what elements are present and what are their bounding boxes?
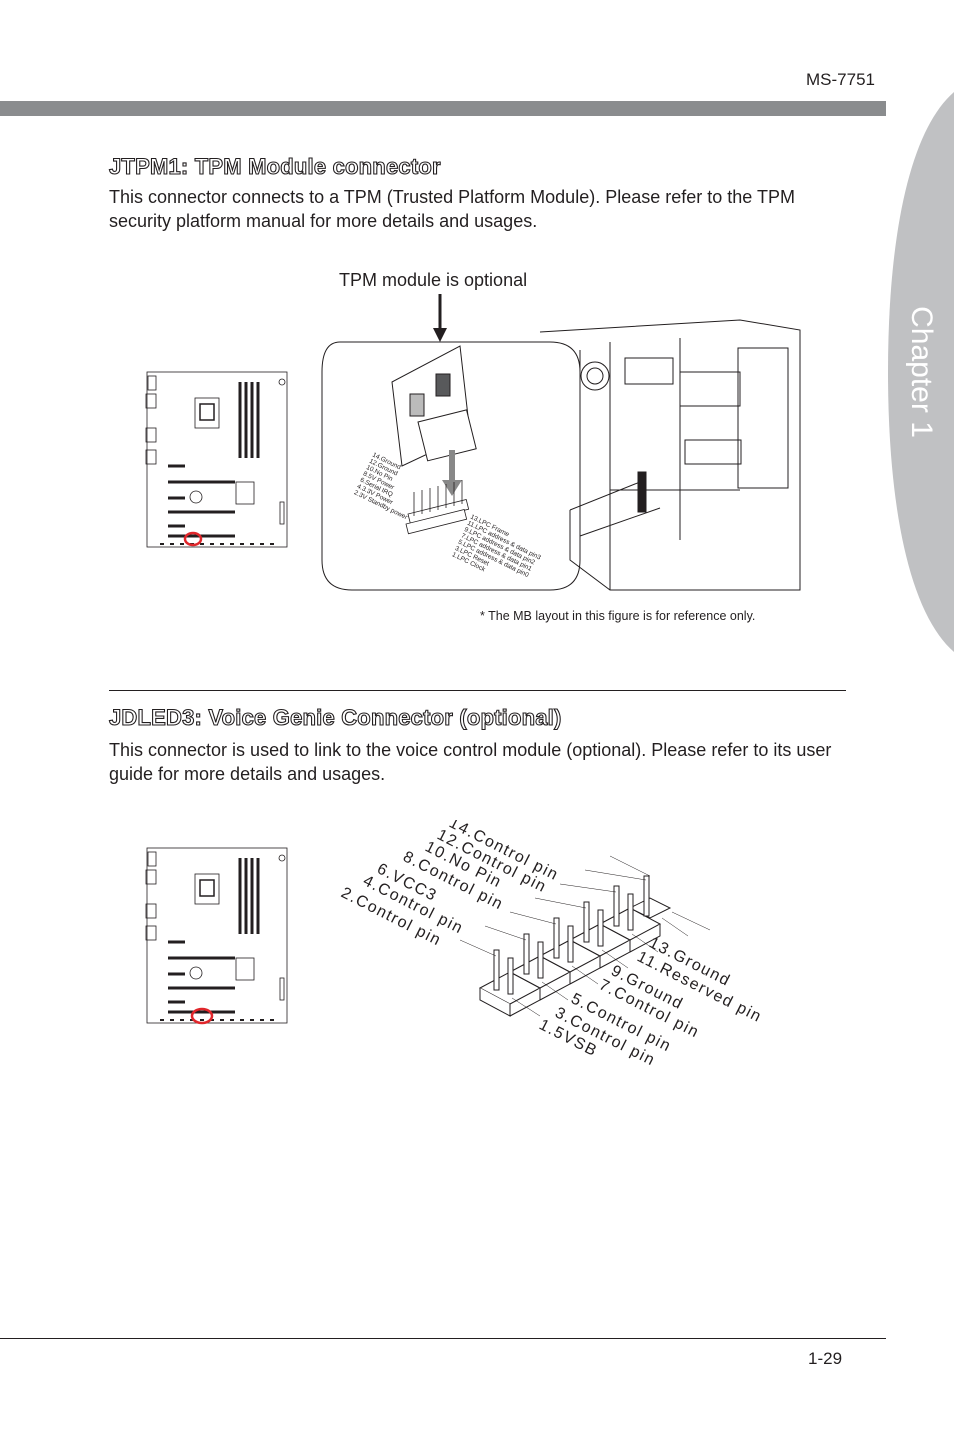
figure-callout: TPM module is optional <box>339 270 528 290</box>
connector-highlight <box>183 531 203 547</box>
chapter-tab <box>888 92 954 652</box>
tpm-figure: 14.Ground 12.Ground 10.No Pin 8.5V Power… <box>145 294 801 591</box>
section-title-jdled3: JDLED3: Voice Genie Connector (optional) <box>108 704 562 730</box>
voice-genie-figure: 14.Control pin 12.Control pin 10.No Pin … <box>145 820 765 1070</box>
motherboard-thumbnail <box>145 371 288 548</box>
chapter-label: Chapter 1 <box>905 306 938 438</box>
section-divider <box>109 690 846 691</box>
footer-rule <box>0 1338 886 1339</box>
voice-genie-header <box>478 875 672 1017</box>
model-number: MS-7751 <box>806 70 875 89</box>
page-number: 1-29 <box>808 1349 843 1368</box>
figure-footnote: * The MB layout in this figure is for re… <box>480 609 756 623</box>
section-body-jtpm1: This connector connects to a TPM (Truste… <box>109 187 795 231</box>
pc-case <box>539 319 801 591</box>
section-body-jdled3: This connector is used to link to the vo… <box>109 740 832 784</box>
header-bar <box>0 101 886 116</box>
section-title-jtpm1: JTPM1: TPM Module connector <box>108 153 441 179</box>
connector-highlight <box>190 1007 214 1025</box>
voice-genie-pin-labels: 14.Control pin 12.Control pin 10.No Pin … <box>338 820 765 1070</box>
motherboard-thumbnail <box>145 847 288 1024</box>
